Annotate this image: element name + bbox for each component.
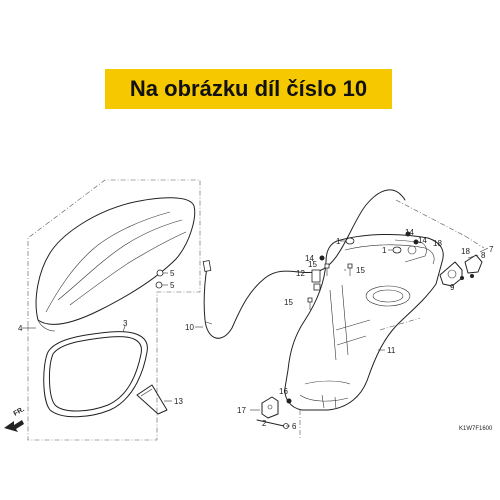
- callout-7: 7: [489, 245, 494, 254]
- callout-16: 16: [279, 387, 288, 396]
- banner-text: Na obrázku díl číslo 10: [129, 76, 368, 101]
- seat-part-4[interactable]: [35, 197, 196, 332]
- seat-group-frame: [27, 179, 201, 441]
- callout-5a: 5: [170, 269, 175, 278]
- luggage-box-11[interactable]: [284, 233, 444, 411]
- callout-10: 10: [185, 323, 194, 332]
- bolt-6: [256, 419, 290, 429]
- box-plugs-1: [340, 237, 402, 254]
- callout-14b: 14: [418, 236, 427, 245]
- box-bolts-15: [307, 263, 353, 310]
- bracket-2-16-17[interactable]: [250, 396, 292, 419]
- callout-1a: 1: [336, 237, 341, 246]
- seat-lock-cable-10[interactable]: [195, 189, 406, 339]
- callout-18a: 18: [433, 239, 442, 248]
- callout-15b: 15: [356, 266, 365, 275]
- front-direction-arrow: FR.: [4, 406, 26, 432]
- small-plate-13[interactable]: [136, 384, 172, 415]
- dashed-outline-right: [299, 317, 421, 440]
- part-number-banner: Na obrázku díl číslo 10: [105, 69, 392, 109]
- callout-11: 11: [387, 346, 396, 355]
- callout-17: 17: [237, 406, 246, 415]
- callout-5b: 5: [170, 281, 175, 290]
- seat-gasket-3[interactable]: [43, 325, 148, 418]
- callout-1b: 1: [382, 246, 387, 255]
- callout-13: 13: [174, 397, 183, 406]
- callout-15a: 15: [308, 260, 317, 269]
- callout-4: 4: [18, 324, 23, 333]
- connector-12: [311, 269, 321, 291]
- latch-assembly-7-8-9-18[interactable]: [395, 199, 489, 287]
- callout-15c: 15: [284, 298, 293, 307]
- seat-bolts-5: [155, 269, 168, 289]
- diagram-code: K1W7F1600: [459, 426, 493, 432]
- callout-2: 2: [262, 419, 267, 428]
- callout-6: 6: [292, 422, 297, 431]
- callout-3: 3: [123, 319, 128, 328]
- front-direction-label: FR.: [13, 406, 26, 418]
- callout-14a: 14: [405, 228, 414, 237]
- callout-12: 12: [296, 269, 305, 278]
- callout-18b: 18: [461, 247, 470, 256]
- callout-8: 8: [481, 251, 486, 260]
- box-screws-14: [319, 231, 419, 261]
- callout-14c: 14: [305, 254, 314, 263]
- callout-9: 9: [450, 283, 455, 292]
